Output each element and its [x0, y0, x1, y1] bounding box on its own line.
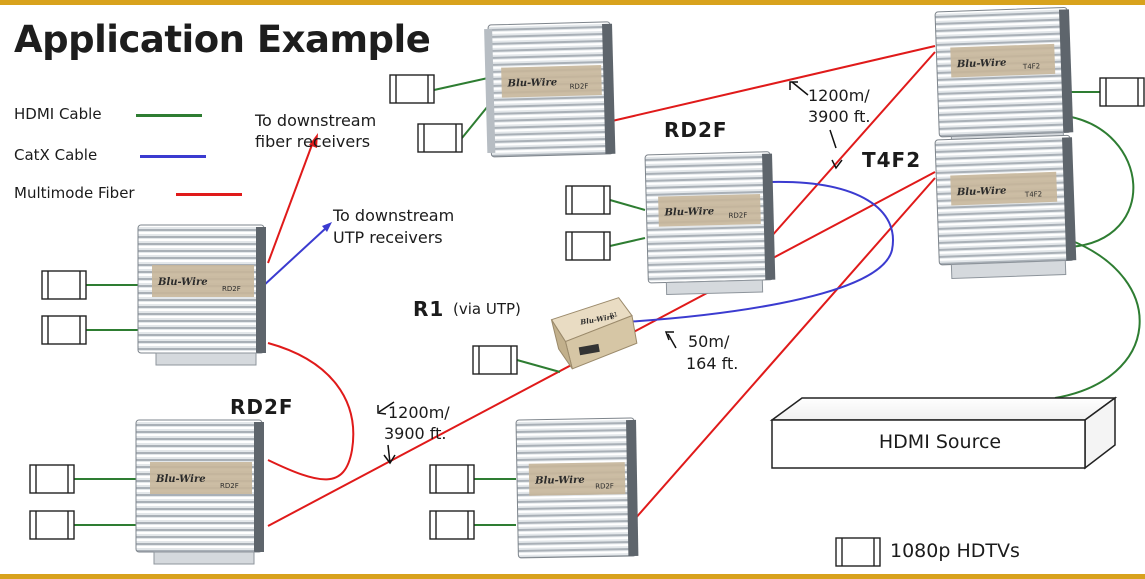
svg-text:RD2F: RD2F	[595, 482, 614, 490]
tv-icon	[429, 464, 475, 494]
svg-text:T4F2: T4F2	[1022, 62, 1040, 71]
distance-utp-1: 50m/	[688, 332, 730, 351]
svg-text:Blu-Wire: Blu-Wire	[506, 77, 557, 89]
tv-icon	[41, 315, 87, 345]
hdmi-cables	[74, 77, 1141, 526]
catx-cables	[261, 180, 894, 324]
fiber-rd2f-loop	[267, 342, 355, 481]
distance-left-1: 1200m/	[388, 403, 450, 422]
r1-note: (via UTP)	[453, 300, 521, 318]
distance-top-2: 3900 ft.	[808, 107, 871, 126]
device-rd2f-top: Blu-Wire RD2F	[484, 21, 616, 158]
svg-text:T4F2: T4F2	[1024, 190, 1042, 199]
fiber-bottom-mid-to-t4f2	[633, 177, 936, 521]
svg-text:RD2F: RD2F	[570, 82, 589, 90]
tv-icon	[1099, 77, 1145, 107]
r1-label: R1	[413, 297, 445, 321]
tv-icon	[472, 345, 518, 375]
device-rd2f-left: Blu-Wire RD2F	[137, 224, 266, 366]
fiber-rd2f-mid-to-t4f2	[769, 51, 936, 239]
fiber-downstream-arrow	[267, 141, 314, 264]
tv-icon	[389, 74, 435, 104]
svg-text:Blu-Wire: Blu-Wire	[663, 206, 714, 218]
bottom-accent-bar	[0, 574, 1145, 579]
legend-hdtv-label: 1080p HDTVs	[890, 540, 1020, 562]
distance-top-1: 1200m/	[808, 86, 870, 105]
svg-text:Blu-Wire: Blu-Wire	[155, 474, 206, 485]
fiber-downstream-label-1: To downstream	[255, 111, 377, 130]
svg-text:Blu-Wire: Blu-Wire	[534, 475, 585, 487]
fiber-downstream-label-2: fiber receivers	[255, 132, 371, 151]
fiber-top-rd2f-to-t4f2	[611, 45, 936, 122]
svg-text:Blu-Wire: Blu-Wire	[956, 58, 1007, 71]
device-r1: Blu-Wire R1	[550, 297, 638, 370]
catx-downstream-arrow	[261, 227, 327, 288]
top-accent-bar	[0, 0, 1145, 5]
device-rd2f-bottom-mid: Blu-Wire RD2F	[515, 417, 639, 559]
legend-hdmi-line	[136, 114, 202, 117]
hdmi-source-box	[769, 396, 1118, 470]
catx-arrow-head	[322, 222, 332, 232]
catx-r1-to-rd2f	[607, 180, 894, 324]
tv-icon	[429, 510, 475, 540]
t4f2-label: T4F2	[862, 148, 922, 172]
svg-text:Blu-Wire: Blu-Wire	[956, 186, 1007, 199]
tv-icon	[29, 510, 75, 540]
tv-icon	[29, 464, 75, 494]
legend-catx-label: CatX Cable	[14, 146, 98, 164]
page-title: Application Example	[14, 18, 431, 61]
svg-text:RD2F: RD2F	[222, 285, 241, 293]
hdmi-source-label: HDMI Source	[878, 431, 1002, 453]
tv-icon	[565, 231, 611, 261]
tv-icon	[41, 270, 87, 300]
rd2f-bottom-label: RD2F	[230, 395, 294, 419]
distance-markers	[377, 81, 843, 465]
svg-text:R1: R1	[609, 311, 618, 319]
rd2f-top-label: RD2F	[664, 118, 728, 142]
utp-downstream-label-2: UTP receivers	[333, 228, 443, 247]
tv-icon-legend	[835, 537, 881, 567]
fiber-arrow-head	[309, 133, 318, 148]
utp-downstream-label-1: To downstream	[333, 206, 455, 225]
device-t4f2-bottom: Blu-Wire T4F2	[934, 134, 1077, 280]
svg-text:RD2F: RD2F	[729, 211, 748, 219]
tv-icon	[565, 185, 611, 215]
legend-hdmi-label: HDMI Cable	[14, 105, 102, 123]
device-t4f2-top: Blu-Wire T4F2	[934, 6, 1074, 152]
svg-text:Blu-Wire: Blu-Wire	[157, 277, 208, 288]
tv-icon	[417, 123, 463, 153]
device-rd2f-mid: Blu-Wire RD2F	[644, 151, 776, 295]
distance-utp-2: 164 ft.	[686, 354, 739, 373]
svg-text:RD2F: RD2F	[220, 482, 239, 490]
hdtv-icons	[29, 74, 1145, 567]
device-rd2f-bottom-left: Blu-Wire RD2F	[135, 419, 264, 565]
legend-catx-line	[140, 155, 206, 158]
legend-fiber-line	[176, 193, 242, 196]
distance-left-2: 3900 ft.	[384, 424, 447, 443]
legend-fiber-label: Multimode Fiber	[14, 184, 135, 202]
